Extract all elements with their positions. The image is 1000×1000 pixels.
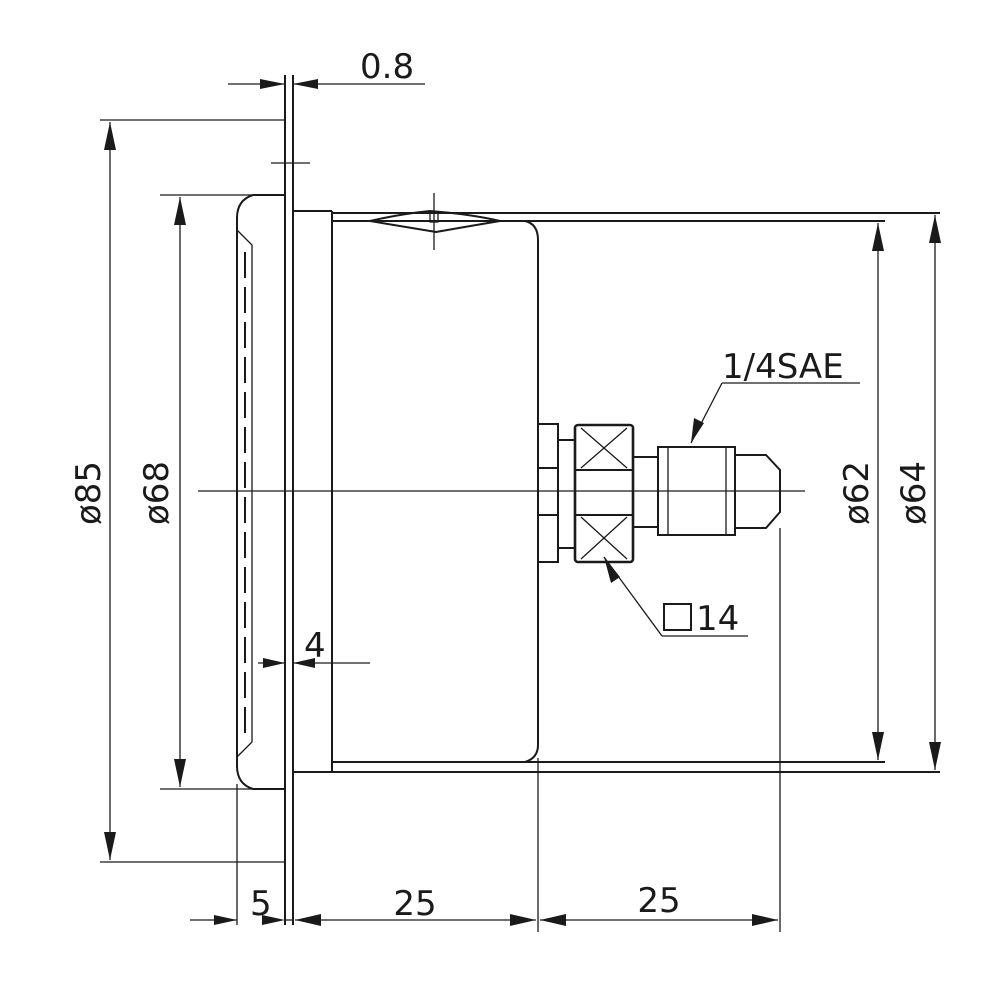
panel-plate [271, 75, 310, 925]
dim-case-diameter-label: ø62 [837, 461, 877, 525]
flange [293, 210, 333, 773]
dim-case-diameter: ø62 [837, 223, 884, 760]
dim-flange-gap: 4 [258, 626, 370, 668]
dim-bezel-diameter-label: ø68 [137, 461, 177, 525]
dim-connector-length-label: 25 [637, 881, 680, 921]
dim-outer-diameter: ø85 [69, 119, 285, 863]
callout-thread-label: 1/4SAE [722, 347, 844, 387]
dim-case-depth: 25 [295, 884, 536, 926]
dim-flange-diameter-label: ø64 [894, 461, 934, 525]
case-body [332, 212, 940, 932]
dim-connector-length: 25 [540, 528, 781, 932]
dim-panel-thickness: 0.8 [228, 47, 425, 89]
callout-hex: 14 [603, 556, 748, 639]
dim-case-depth-label: 25 [393, 884, 436, 924]
dim-outer-diameter-label: ø85 [69, 461, 109, 525]
dim-panel-thickness-label: 0.8 [360, 47, 414, 87]
dim-flange-diameter: ø64 [894, 215, 941, 770]
square-symbol-icon [663, 603, 692, 631]
vent-plug [369, 193, 501, 250]
pressure-connector [537, 423, 781, 564]
dim-flange-gap-label: 4 [304, 626, 326, 666]
callout-thread: 1/4SAE [690, 347, 860, 444]
callout-hex-label: 14 [696, 599, 739, 639]
dim-bezel-diameter: ø68 [137, 194, 253, 790]
dim-bezel-depth: 5 [190, 884, 293, 925]
bezel [236, 194, 285, 925]
dim-bezel-depth-label: 5 [250, 884, 272, 924]
